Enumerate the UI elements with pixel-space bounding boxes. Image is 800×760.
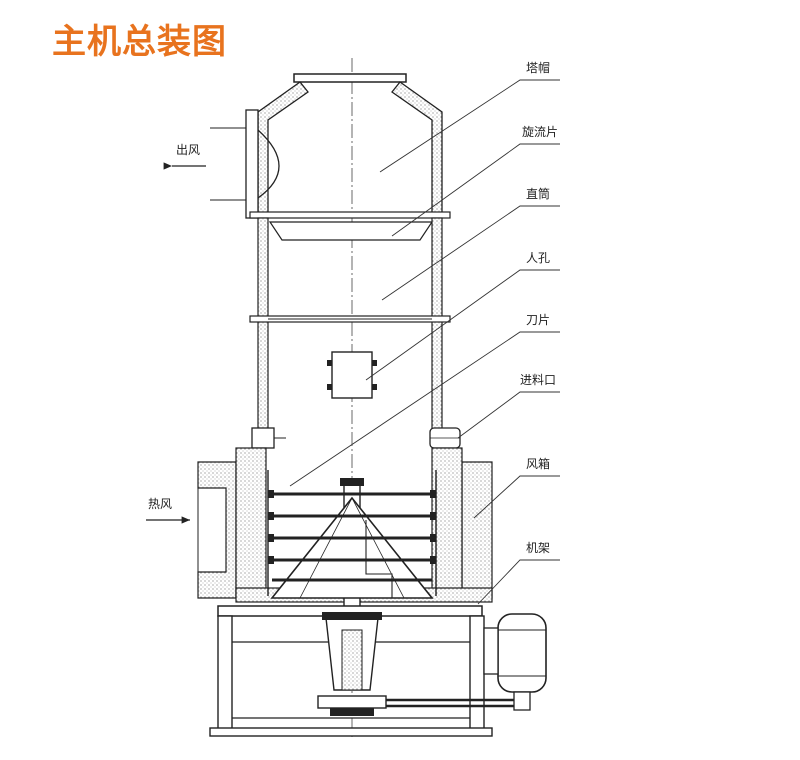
label-wind-box: 风箱 [526,456,550,471]
label-blade: 刀片 [526,313,550,327]
label-straight-cylinder: 直筒 [526,186,550,201]
label-manhole: 人孔 [526,251,550,265]
swirl-plate [268,221,434,241]
outlet-label: 出风 [176,143,200,157]
label-feed-inlet: 进料口 [520,373,556,387]
manhole [327,351,377,399]
leader-lines [289,79,560,605]
motor [483,613,547,711]
label-swirl-plate: 旋流片 [522,125,558,139]
label-machine-frame: 机架 [526,541,550,555]
diagram-title: 主机总装图 [52,22,227,62]
wind-box [197,447,493,603]
label-tower-cap: 塔帽 [526,60,550,75]
feed-inlet [429,427,461,449]
inlet-label: 热风 [148,497,172,511]
left-port [251,427,286,449]
tower-cap [210,73,451,219]
rotor-blades [267,470,437,611]
machine-frame [209,605,522,737]
